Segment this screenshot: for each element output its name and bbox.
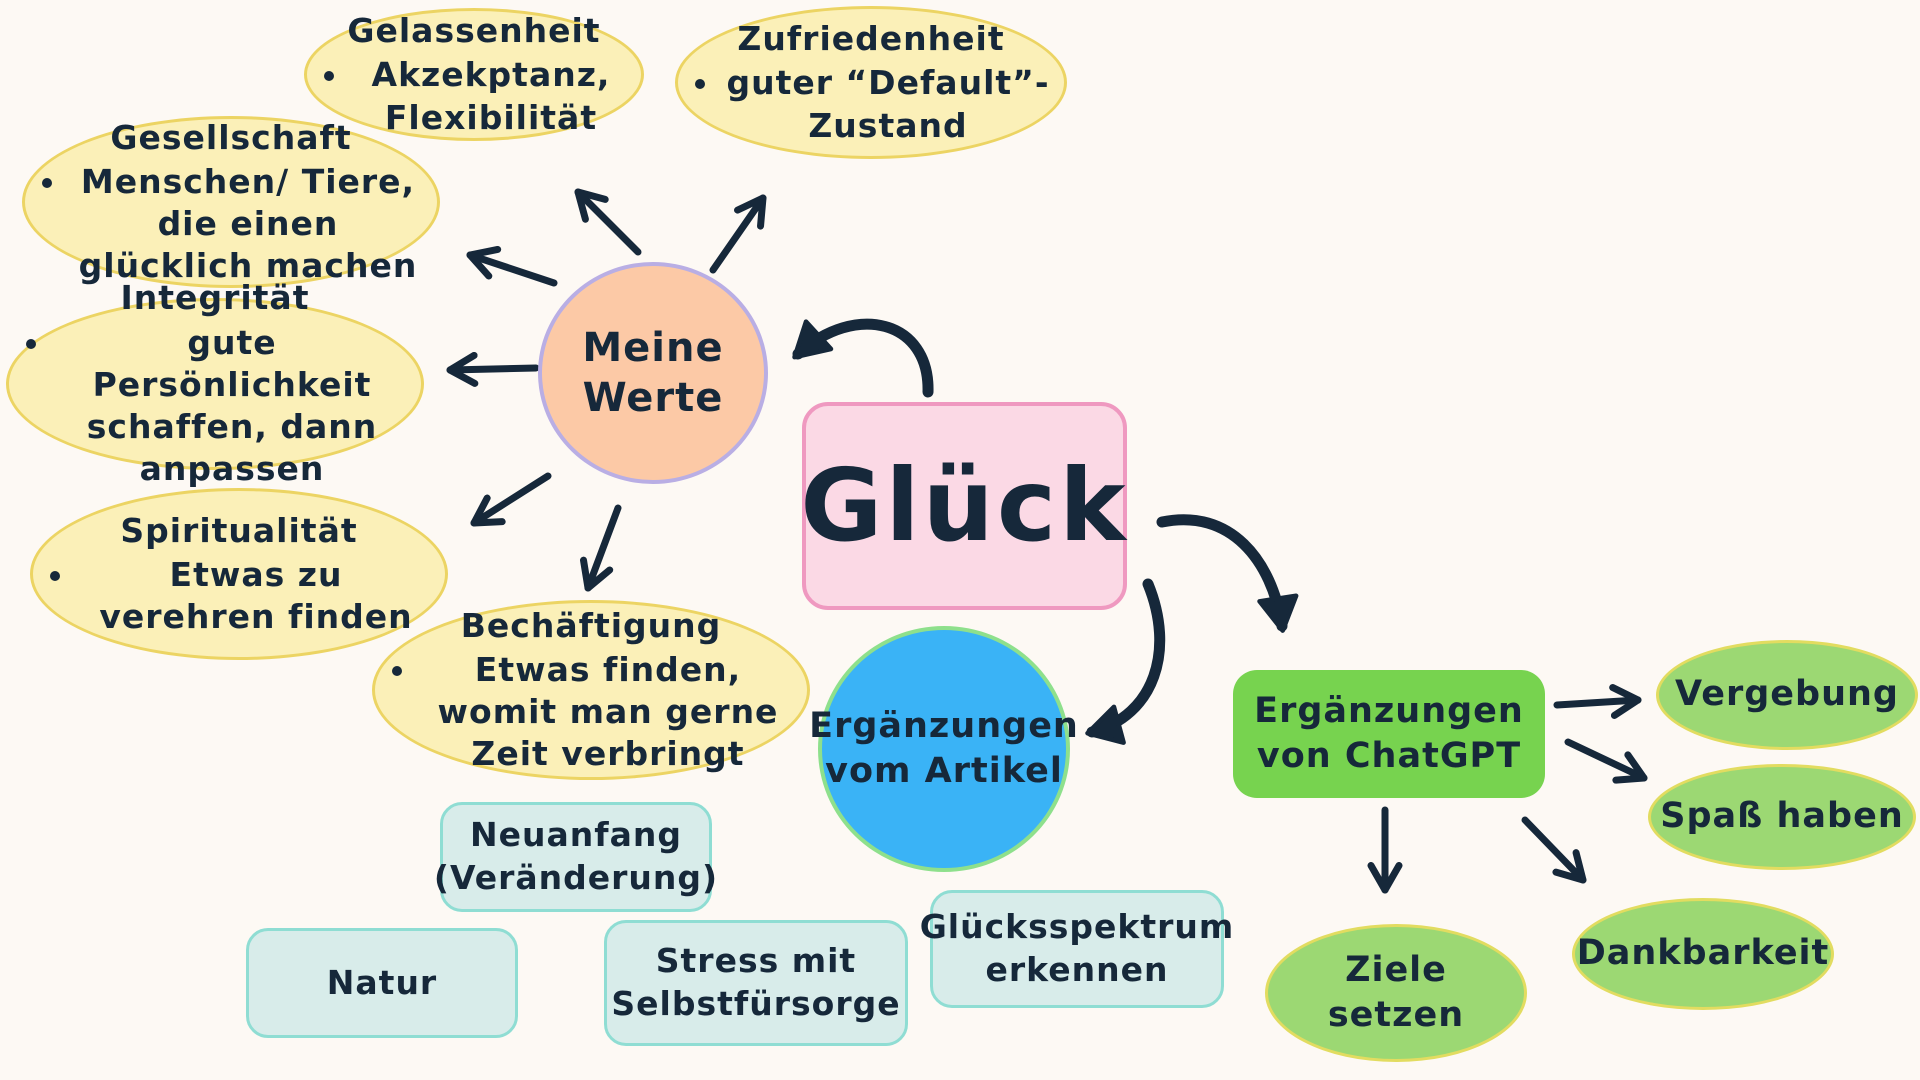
artikel-item-label: Glücksspektrum erkennen	[919, 907, 1235, 989]
arrow-werte-to-spiritualitaet	[470, 472, 552, 527]
artikel-label: Ergänzungen vom Artikel	[809, 705, 1079, 792]
arrow-glueck-to-chatgpt	[1156, 514, 1299, 633]
artikel-item-label: Neuanfang (Veränderung)	[433, 815, 719, 897]
artikel-item-natur: Natur	[246, 928, 518, 1038]
arrow-werte-to-zufriedenheit	[709, 194, 767, 274]
arrow-werte-to-beschaeftigung	[579, 504, 622, 592]
chatgpt-label: Ergänzungen von ChatGPT	[1254, 690, 1524, 777]
arrow-werte-to-gesellschaft	[466, 245, 558, 287]
arrow-werte-to-integritaet	[446, 351, 540, 387]
value-bullet: Menschen/ Tiere, die einen glücklich mac…	[69, 161, 427, 288]
artikel-item-label: Natur	[326, 962, 438, 1002]
value-bullet: Etwas zu verehren finden	[77, 554, 435, 638]
value-beschaeftigung: Bechäftigung Etwas finden, womit man ger…	[372, 600, 810, 780]
value-gelassenheit: Gelassenheit Akzekptanz, Flexibilität	[304, 8, 644, 141]
arrow-glueck-to-werte	[792, 318, 934, 398]
arrow-chatgpt-to-vergebung	[1553, 684, 1642, 719]
artikel-node: Ergänzungen vom Artikel	[809, 626, 1078, 872]
chatgpt-item-ziele: Ziele setzen	[1265, 924, 1527, 1062]
center-label: Glück	[800, 447, 1129, 564]
value-title: Gelassenheit	[347, 11, 601, 51]
center-node-glueck: Glück	[800, 402, 1129, 610]
chatgpt-item-label: Spaß haben	[1660, 796, 1904, 837]
value-gesellschaft: Gesellschaft Menschen/ Tiere, die einen …	[22, 116, 440, 288]
value-integritaet: Integrität gute Persönlichkeit schaffen,…	[6, 278, 424, 488]
value-title: Zufriedenheit	[737, 19, 1005, 59]
artikel-item-neuanfang: Neuanfang (Veränderung)	[434, 802, 717, 912]
chatgpt-item-spass: Spaß haben	[1648, 764, 1916, 870]
value-zufriedenheit: Zufriedenheit guter “Default”-Zustand	[675, 6, 1067, 159]
value-bullet: Etwas finden, womit man gerne Zeit verbr…	[419, 649, 797, 776]
werte-node: Meine Werte	[538, 262, 768, 484]
value-title: Gesellschaft	[110, 117, 352, 157]
value-bullet: guter “Default”-Zustand	[722, 62, 1054, 146]
value-title: Spiritualität	[120, 510, 358, 550]
arrow-werte-to-gelassenheit	[574, 188, 642, 256]
artikel-item-label: Stress mit Selbstfürsorge	[611, 941, 901, 1023]
arrow-chatgpt-to-dankbarkeit	[1521, 816, 1587, 884]
value-bullet: Akzekptanz, Flexibilität	[351, 54, 631, 138]
werte-label: Meine Werte	[582, 325, 724, 421]
value-spiritualitaet: Spiritualität Etwas zu verehren finden	[30, 488, 448, 660]
artikel-item-stress: Stress mit Selbstfürsorge	[604, 920, 908, 1046]
value-title: Bechäftigung	[460, 605, 722, 645]
value-title: Integrität	[120, 278, 310, 318]
chatgpt-node: Ergänzungen von ChatGPT	[1233, 670, 1545, 798]
chatgpt-item-label: Ziele setzen	[1327, 949, 1465, 1036]
value-bullet: gute Persönlichkeit schaffen, dann anpas…	[53, 322, 411, 491]
chatgpt-item-dankbarkeit: Dankbarkeit	[1572, 898, 1834, 1010]
arrow-chatgpt-to-spass	[1564, 738, 1648, 784]
artikel-item-gluecksspektrum: Glücksspektrum erkennen	[920, 890, 1233, 1008]
chatgpt-item-vergebung: Vergebung	[1656, 640, 1918, 750]
chatgpt-item-label: Vergebung	[1675, 674, 1899, 715]
chatgpt-item-label: Dankbarkeit	[1576, 933, 1830, 974]
arrow-glueck-to-artikel	[1085, 578, 1166, 745]
